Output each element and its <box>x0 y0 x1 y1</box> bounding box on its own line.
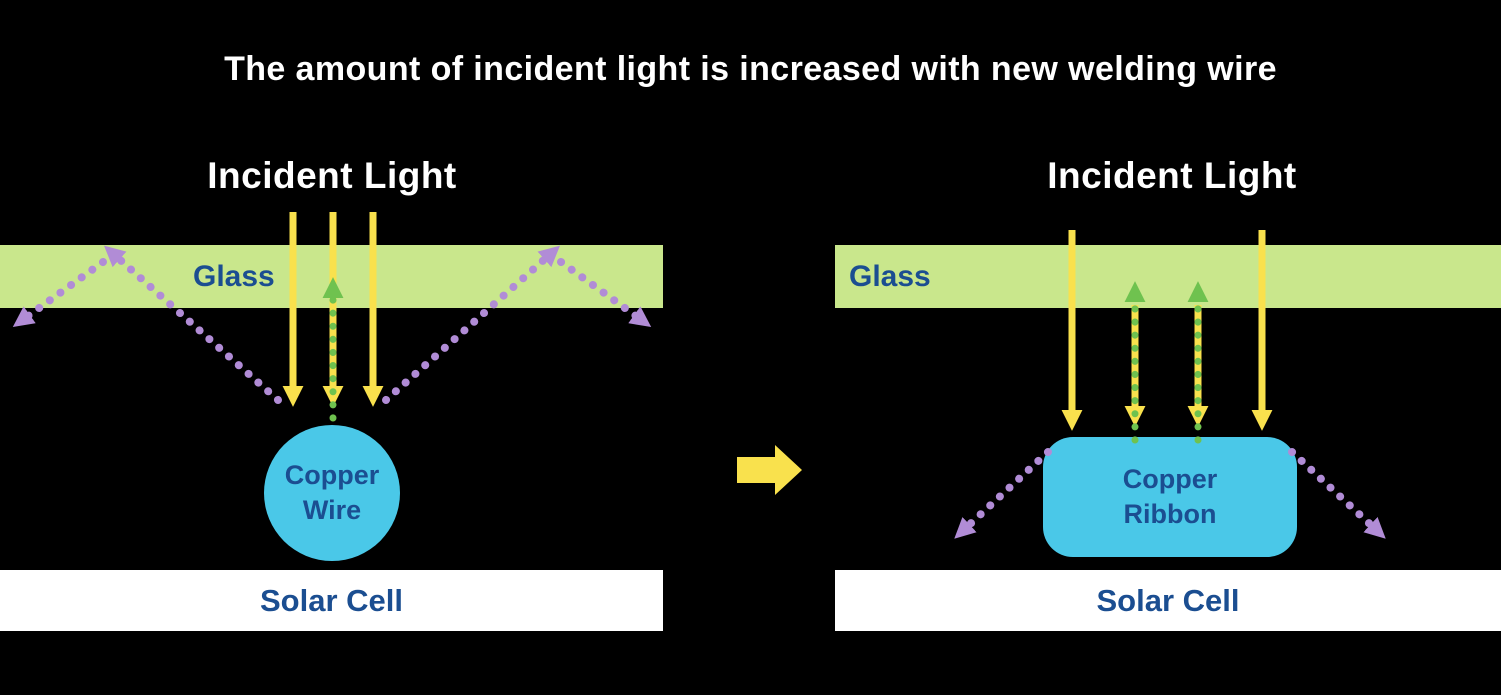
transition-right-arrow-icon <box>737 445 802 495</box>
solar-cell-left: Solar Cell <box>0 570 663 631</box>
copper-wire-shape: Copper Wire <box>264 425 400 561</box>
diagram-title: The amount of incident light is increase… <box>224 50 1277 88</box>
copper-ribbon-label: Copper Ribbon <box>1122 463 1218 529</box>
deflected-ray-left <box>954 448 1052 539</box>
incident-light-heading-right: Incident Light <box>1047 155 1297 196</box>
solar-cell-label-right: Solar Cell <box>1096 582 1240 618</box>
glass-layer-left <box>0 245 663 308</box>
glass-label-left: Glass <box>193 259 275 293</box>
glass-label-right: Glass <box>849 259 931 293</box>
incident-light-heading-left: Incident Light <box>207 155 457 196</box>
glass-layer-right <box>835 245 1501 308</box>
copper-wire-label: Copper Wire <box>284 459 380 525</box>
solar-cell-right: Solar Cell <box>835 570 1501 631</box>
copper-ribbon-shape: Copper Ribbon <box>1043 437 1297 557</box>
solar-cell-label-left: Solar Cell <box>260 582 403 618</box>
deflected-ray-right <box>1288 448 1386 539</box>
